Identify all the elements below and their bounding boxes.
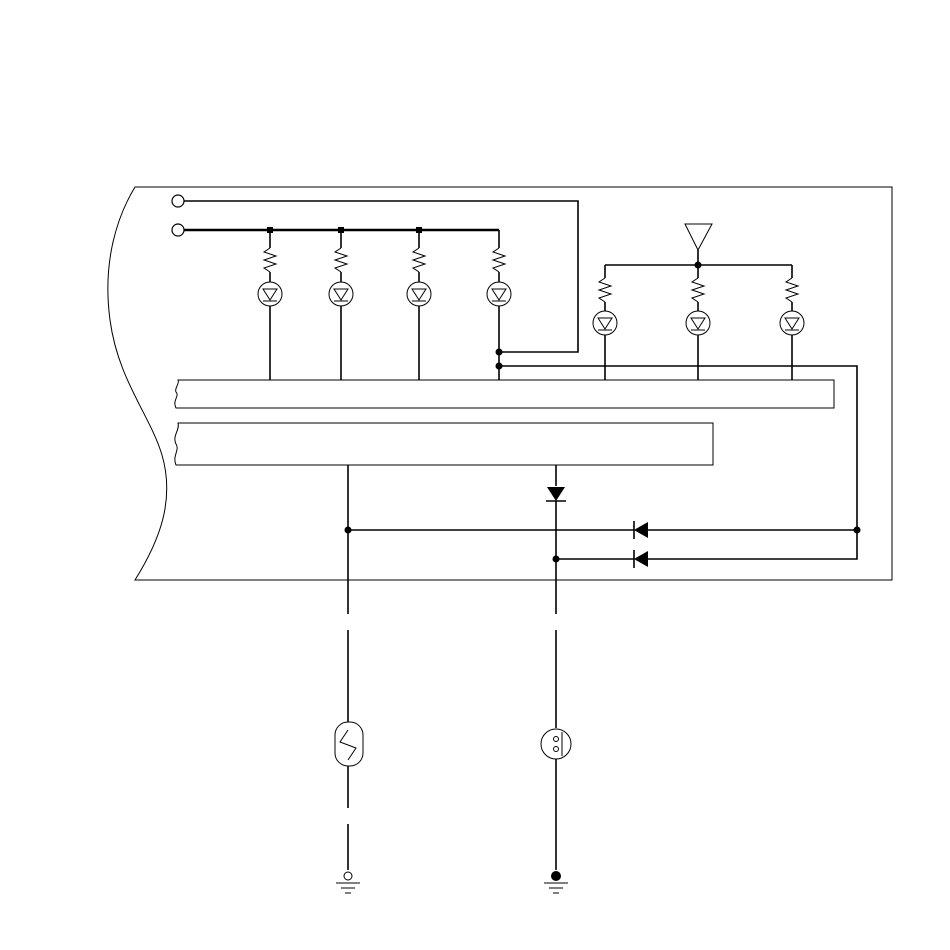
ground-terminal-icon bbox=[551, 871, 561, 881]
led-icon bbox=[685, 310, 711, 336]
junction-dot bbox=[853, 526, 861, 534]
ground-terminal-icon bbox=[343, 871, 353, 881]
fuse-icon bbox=[334, 721, 364, 767]
input-terminal-2 bbox=[171, 223, 185, 237]
module-block-lower bbox=[174, 422, 714, 466]
led-branch-2 bbox=[328, 230, 354, 380]
supply-triangle-icon bbox=[684, 223, 713, 252]
led-icon bbox=[486, 281, 512, 307]
led-icon bbox=[406, 281, 432, 307]
led-icon bbox=[779, 310, 805, 336]
junction-dot bbox=[495, 348, 503, 356]
led-branch-5 bbox=[592, 265, 618, 380]
feedback-wire bbox=[499, 365, 858, 560]
fuse-output-line bbox=[334, 465, 364, 894]
led-icon bbox=[257, 281, 283, 307]
diode-left-icon bbox=[634, 522, 648, 538]
sensor-icon bbox=[540, 728, 572, 760]
led-branch-6 bbox=[685, 265, 711, 380]
module-block-upper bbox=[174, 379, 835, 409]
terminal-1-wire bbox=[184, 200, 579, 353]
led-branch-7 bbox=[779, 265, 805, 380]
led-branch-4 bbox=[486, 230, 512, 380]
input-terminal-1 bbox=[171, 194, 185, 208]
diode-left-icon bbox=[634, 551, 648, 567]
led-icon bbox=[592, 310, 618, 336]
led-branch-3 bbox=[406, 230, 432, 380]
diode-down-icon bbox=[547, 487, 565, 501]
led-branch-1 bbox=[257, 230, 283, 380]
component-housing bbox=[107, 186, 893, 581]
led-icon bbox=[328, 281, 354, 307]
